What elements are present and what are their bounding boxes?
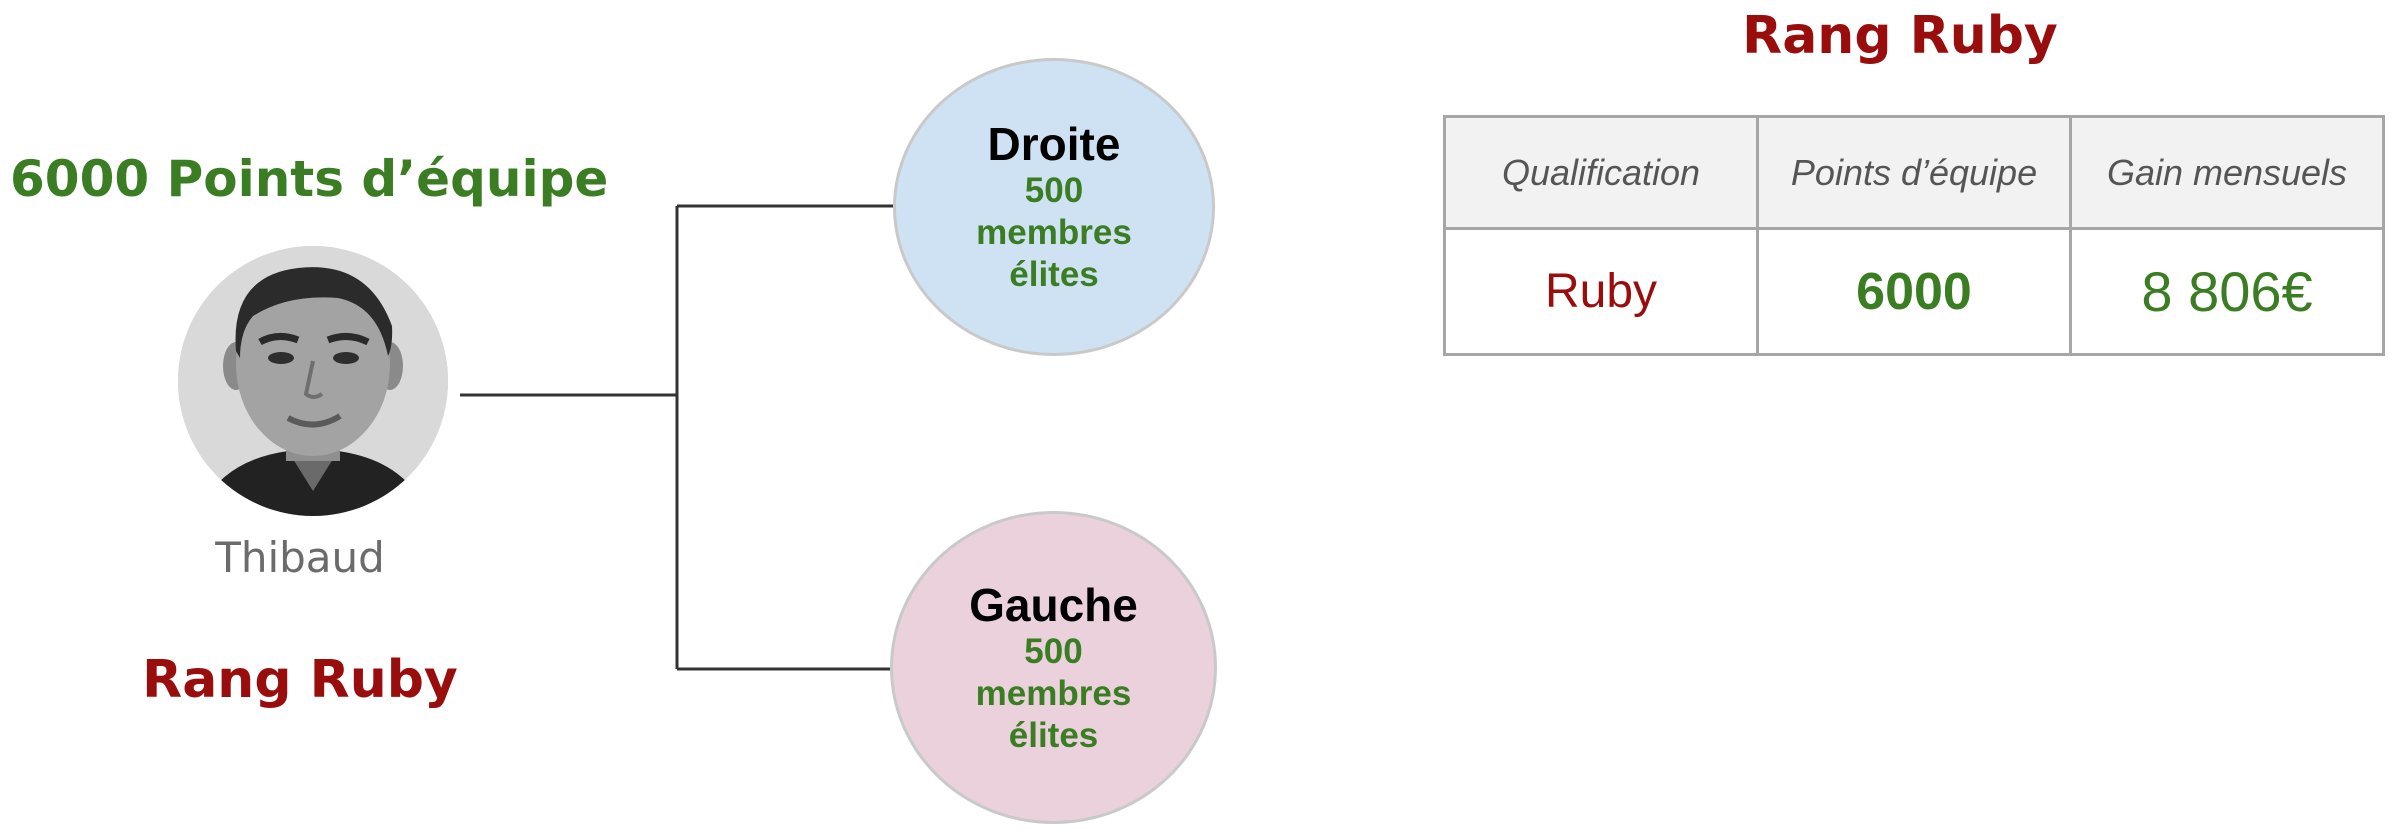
table-row: Ruby 6000 8 806€: [1443, 227, 2385, 356]
rank-title-right: Rang Ruby: [1742, 6, 2058, 66]
qualification-table: Qualification Points d’équipe Gain mensu…: [1443, 115, 2385, 356]
right-leg-title: Droite: [987, 118, 1121, 170]
table-header-row: Qualification Points d’équipe Gain mensu…: [1443, 115, 2385, 230]
left-leg-label-members: membres: [975, 673, 1132, 713]
header-qualification: Qualification: [1443, 115, 1759, 230]
cell-qualification: Ruby: [1443, 227, 1759, 356]
team-points-title: 6000 Points d’équipe: [10, 150, 609, 208]
right-leg-node: Droite 500 membres élites: [893, 58, 1215, 356]
rank-title-left: Rang Ruby: [142, 650, 458, 710]
header-monthly-gain: Gain mensuels: [2069, 115, 2385, 230]
cell-team-points: 6000: [1756, 227, 2072, 356]
header-team-points: Points d’équipe: [1756, 115, 2072, 230]
person-photo: [178, 246, 448, 516]
left-leg-node: Gauche 500 membres élites: [890, 511, 1217, 824]
avatar: [178, 246, 448, 516]
left-leg-count: 500: [1024, 631, 1083, 671]
right-leg-count: 500: [1024, 171, 1084, 210]
right-leg-label-members: membres: [976, 213, 1132, 252]
cell-monthly-gain: 8 806€: [2069, 227, 2385, 356]
left-leg-title: Gauche: [969, 578, 1138, 631]
left-leg-label-elites: élites: [1008, 715, 1099, 755]
person-name: Thibaud: [215, 533, 385, 582]
right-leg-label-elites: élites: [1009, 255, 1099, 294]
